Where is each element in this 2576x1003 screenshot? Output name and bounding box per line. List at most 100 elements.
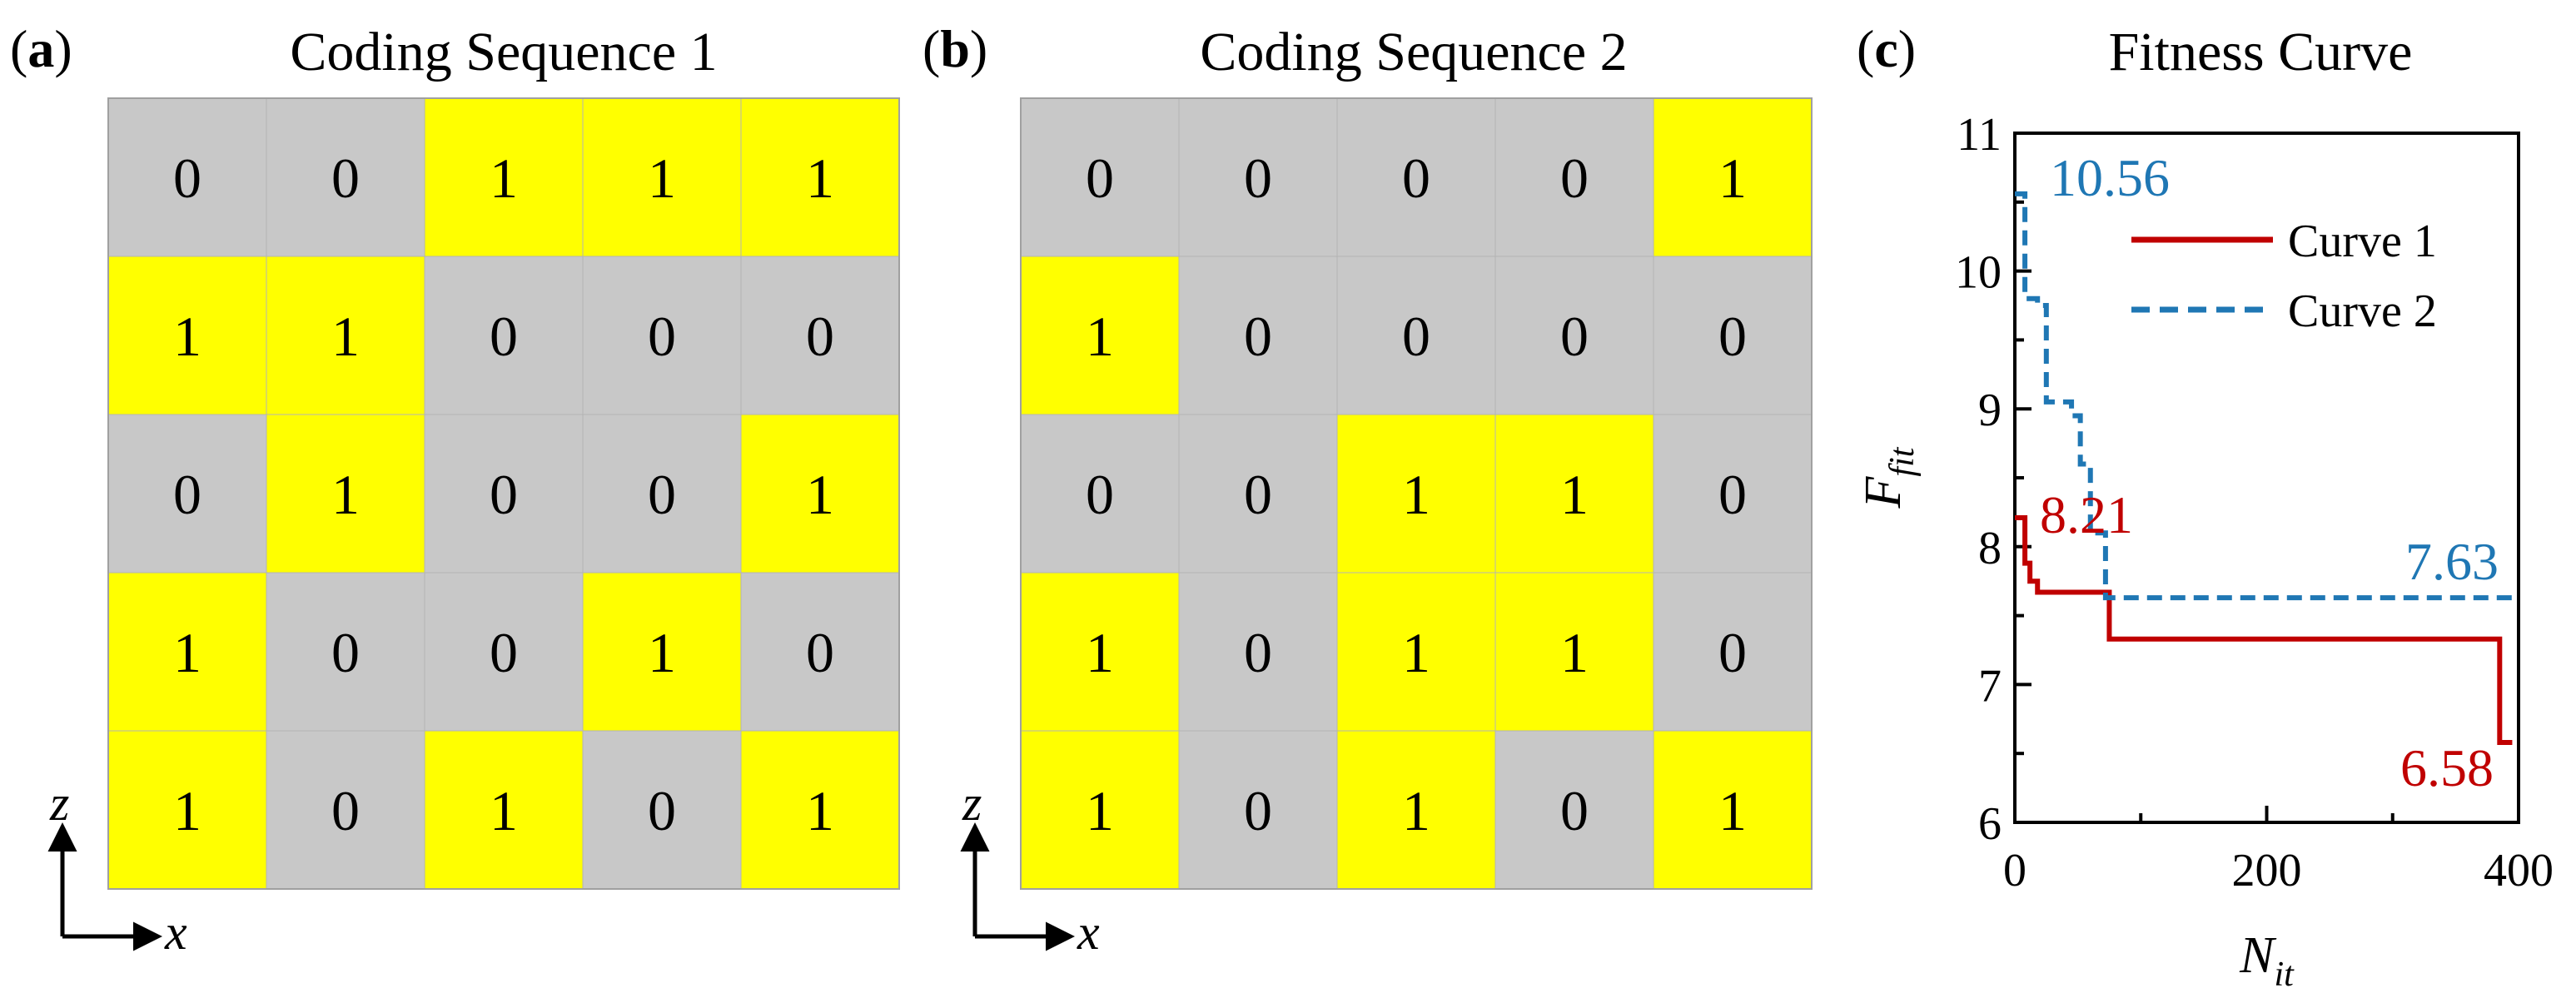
grid-cell-value: 0 — [173, 463, 201, 526]
grid-cell-value: 1 — [1718, 779, 1747, 842]
grid-cell — [1336, 97, 1496, 257]
grid-cell-value: 0 — [648, 305, 676, 368]
grid-cell-value: 1 — [1402, 621, 1430, 684]
grid-cell-value: 0 — [1560, 146, 1589, 210]
z-axis-glyph: z — [962, 776, 982, 831]
data-annotation: 6.58 — [2400, 738, 2494, 797]
grid-cell — [1178, 414, 1338, 573]
grid-cell — [740, 256, 900, 415]
grid-cell-value: 1 — [1560, 621, 1589, 684]
grid-cell-value: 1 — [1718, 146, 1747, 210]
grid-cell — [1494, 572, 1654, 732]
grid-cell-value: 0 — [331, 146, 360, 210]
y-tick-label: 9 — [1978, 385, 2002, 436]
grid-cell-value: 1 — [173, 621, 201, 684]
grid-cell — [1494, 256, 1654, 415]
x-axis-glyph: x — [164, 905, 187, 960]
grid-cell — [1336, 414, 1496, 573]
y-axis-label: Ffit — [1855, 446, 1922, 509]
grid-cell — [1336, 256, 1496, 415]
grid-cell-value: 1 — [648, 621, 676, 684]
grid-cell — [107, 97, 267, 257]
grid-cell — [1178, 572, 1338, 732]
grid-border — [107, 97, 900, 890]
grid-cell-value: 1 — [1086, 779, 1114, 842]
grid-cell — [740, 414, 900, 573]
grid-cell — [1494, 97, 1654, 257]
grid-cell — [582, 97, 742, 257]
grid-cell-value: 1 — [331, 463, 360, 526]
x-tick-label: 200 — [2232, 845, 2302, 896]
grid-cell — [1653, 414, 1813, 573]
series-line-1 — [2015, 515, 2513, 745]
grid-cell-value: 1 — [1086, 621, 1114, 684]
z-axis-glyph: z — [49, 776, 69, 831]
grid-cell — [1020, 572, 1180, 732]
grid-cell-value: 1 — [1560, 463, 1589, 526]
grid-cell-value: 0 — [490, 305, 518, 368]
grid-cell-value: 1 — [173, 305, 201, 368]
grid-cell-value: 1 — [490, 779, 518, 842]
grid-cell-value: 0 — [1244, 146, 1272, 210]
y-tick-label: 6 — [1978, 798, 2002, 850]
grid-cell-value: 1 — [331, 305, 360, 368]
grid-cell-value: 0 — [806, 621, 834, 684]
grid-cell-value: 1 — [1086, 305, 1114, 368]
grid-cell-value: 0 — [331, 621, 360, 684]
x-tick-label: 400 — [2484, 845, 2554, 896]
y-tick-label: 8 — [1978, 523, 2002, 574]
grid-border — [1020, 97, 1813, 890]
grid-cell — [740, 730, 900, 890]
grid-cell-value: 0 — [806, 305, 834, 368]
panel-a-label: (a) — [10, 19, 72, 78]
panel-b-title: Coding Sequence 2 — [1200, 22, 1627, 82]
grid-cell — [107, 256, 267, 415]
grid-cell-value: 0 — [1718, 463, 1747, 526]
legend-label: Curve 2 — [2288, 286, 2437, 337]
grid-cell — [582, 572, 742, 732]
series-line-2 — [2015, 191, 2513, 601]
grid-cell-value: 1 — [806, 146, 834, 210]
grid-cell-value: 0 — [1244, 305, 1272, 368]
x-axis-glyph: x — [1077, 905, 1100, 960]
grid-cell — [424, 256, 584, 415]
panel-c-label: (c) — [1857, 19, 1916, 78]
grid-cell-value: 1 — [173, 779, 201, 842]
grid-cell-value: 0 — [1086, 463, 1114, 526]
grid-cell — [1336, 572, 1496, 732]
grid-cell-value: 0 — [1244, 779, 1272, 842]
grid-cell-value: 1 — [806, 779, 834, 842]
panel-b: (b) Coding Sequence 2 0 0 0 0 1 1 0 0 0 0 0 0 1 1 0 1 0 1… — [922, 19, 1813, 960]
data-annotation: 8.21 — [2040, 485, 2133, 544]
grid-cell — [1336, 730, 1496, 890]
grid-cell-value: 0 — [1402, 305, 1430, 368]
grid-cell — [424, 572, 584, 732]
grid-cell-value: 0 — [1402, 146, 1430, 210]
grid-cell-value: 0 — [1244, 621, 1272, 684]
grid-cell-value: 0 — [490, 621, 518, 684]
y-tick-label: 11 — [1957, 109, 2002, 161]
grid-cell-value: 0 — [331, 779, 360, 842]
grid-cell-value: 1 — [490, 146, 518, 210]
grid-cell-value: 0 — [1718, 305, 1747, 368]
grid-cell — [582, 414, 742, 573]
grid-cell-value: 1 — [648, 146, 676, 210]
grid-cell — [740, 572, 900, 732]
grid-cell-value: 0 — [648, 779, 676, 842]
grid-cell — [1653, 572, 1813, 732]
grid-cell-value: 0 — [1086, 146, 1114, 210]
panel-b-label: (b) — [922, 19, 987, 78]
grid-cell — [1653, 256, 1813, 415]
data-annotation: 10.56 — [2050, 148, 2170, 207]
data-annotation: 7.63 — [2405, 532, 2499, 591]
grid-cell — [107, 730, 267, 890]
grid-cell — [1020, 414, 1180, 573]
grid-cell — [266, 414, 425, 573]
grid-cell-value: 0 — [1560, 779, 1589, 842]
